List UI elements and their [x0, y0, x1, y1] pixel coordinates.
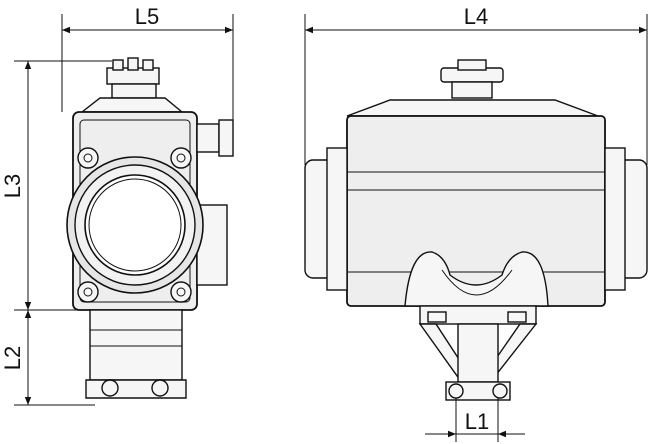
dimension-l1: L1 — [425, 409, 525, 438]
side-bottom-bracket — [85, 309, 187, 399]
dimension-l3: L3 — [0, 61, 32, 310]
side-view — [66, 57, 234, 399]
front-cylinder — [346, 115, 606, 307]
label-l4: L4 — [464, 4, 488, 29]
front-lower-bracket — [418, 305, 538, 401]
dimension-l5: L5 — [62, 4, 233, 34]
front-view — [304, 59, 648, 401]
label-l1: L1 — [465, 409, 489, 434]
dimension-l4: L4 — [305, 4, 647, 34]
label-l3: L3 — [0, 174, 25, 198]
front-top-indicator — [346, 59, 599, 117]
dimension-l2: L2 — [0, 310, 32, 405]
front-bottom-saddle — [404, 251, 549, 307]
side-top-fitting — [79, 57, 184, 113]
side-round-port — [66, 156, 204, 294]
side-bolts — [77, 147, 192, 303]
label-l5: L5 — [135, 4, 159, 29]
side-right-boss — [196, 204, 228, 286]
label-l2: L2 — [0, 346, 25, 370]
